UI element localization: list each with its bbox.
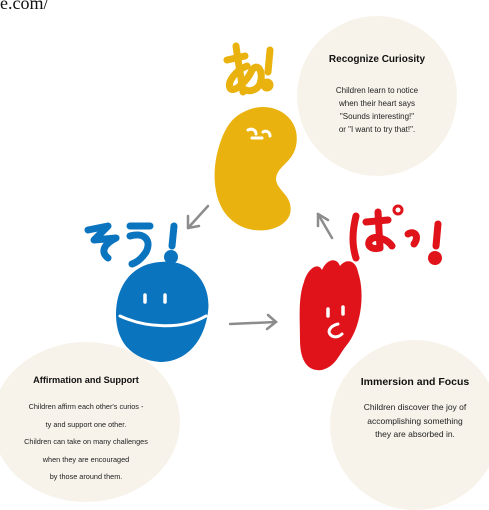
- blue-exclamation: [84, 222, 178, 268]
- immersion-body: Children discover the joy of accomplishi…: [330, 401, 489, 442]
- red-exclamation: [349, 204, 442, 265]
- curiosity-title: Recognize Curiosity: [328, 54, 426, 65]
- immersion-line: accomplishing something: [367, 415, 463, 426]
- arrow-blue-to-red: [228, 313, 278, 331]
- arrow-yellow-to-blue: [186, 204, 210, 230]
- immersion-line: Children discover the joy of: [363, 402, 467, 412]
- immersion-title: Immersion and Focus: [360, 376, 470, 388]
- yellow-exclamation: [223, 42, 274, 96]
- url-fragment: e.com/: [0, 0, 49, 13]
- affirmation-line: Children can take on many challenges: [24, 437, 148, 446]
- affirmation-body: Children affirm each other's curios - ty…: [0, 398, 180, 486]
- affirmation-line: ty and support one other.: [45, 419, 127, 429]
- curiosity-line: or "I want to try that!".: [338, 125, 416, 134]
- arrow-red-to-yellow: [316, 212, 334, 240]
- affirmation-title: Affirmation and Support: [33, 375, 139, 385]
- yellow-character: [214, 107, 297, 231]
- red-character: [299, 260, 362, 371]
- affirmation-line: by those around them.: [49, 472, 123, 481]
- affirmation-bubble: Affirmation and Support Children affirm …: [0, 342, 180, 502]
- cycle-illustration: [84, 42, 442, 371]
- curiosity-line: Children learn to notice: [335, 86, 419, 95]
- curiosity-line: when their heart says: [338, 99, 416, 108]
- immersion-line: they are absorbed in.: [375, 429, 455, 439]
- affirmation-line: Children affirm each other's curios -: [28, 402, 144, 411]
- immersion-bubble: Immersion and Focus Children discover th…: [330, 340, 489, 510]
- affirmation-line: when they are encouraged: [42, 454, 130, 464]
- blue-character: [116, 261, 209, 362]
- curiosity-line: "Sounds interesting!": [339, 112, 415, 121]
- curiosity-body: Children learn to notice when their hear…: [297, 84, 457, 136]
- curiosity-bubble: Recognize Curiosity Children learn to no…: [297, 16, 457, 176]
